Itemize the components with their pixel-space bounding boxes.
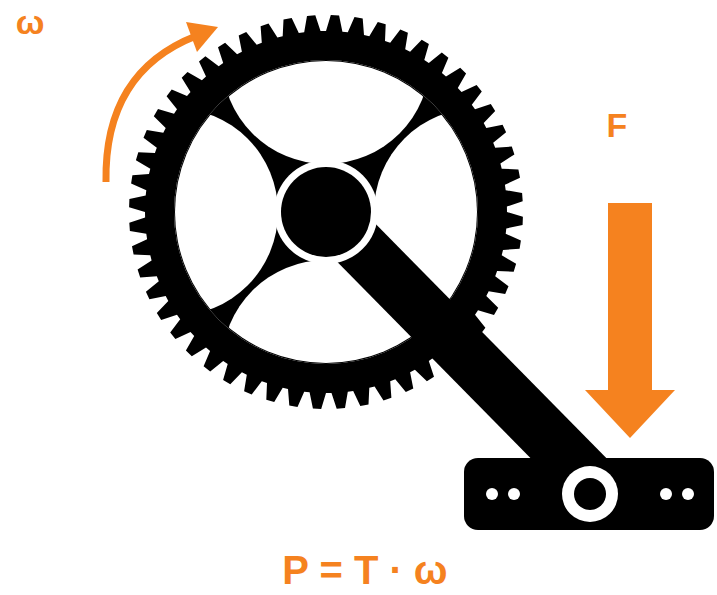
hub-ring [274,160,378,264]
force-arrow [585,203,675,438]
hub [281,167,371,257]
rotation-arrow [106,22,218,182]
crank-arm [326,212,590,480]
force-label: F [607,108,628,142]
power-formula: P = T · ω [282,550,447,590]
omega-label: ω [16,5,45,39]
pedal [464,458,714,530]
